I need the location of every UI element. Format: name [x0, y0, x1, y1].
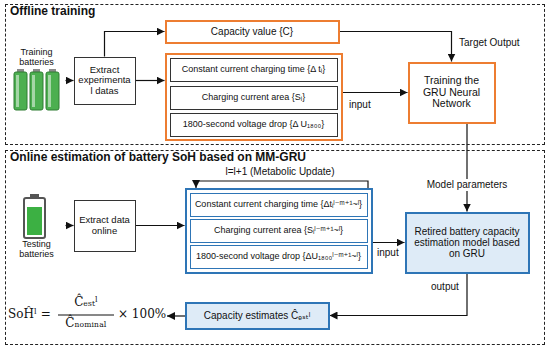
edge-label: input: [377, 247, 399, 259]
text-block: Extract data online: [78, 215, 132, 236]
battery-picture: Testing batteries: [8, 190, 66, 262]
process-box: Constant current charging time {Δ tᵢ}: [170, 58, 338, 82]
edge-label: Model parameters: [425, 179, 510, 191]
feature-box: Charging current area {Sᵢˡ⁻ᵐ⁺¹~ˡ}: [190, 219, 368, 243]
connector-arrow: [66, 80, 74, 81]
battery-icon: [24, 194, 45, 238]
box-label: Charging current area {Sᵢˡ⁻ᵐ⁺¹~ˡ}: [194, 225, 364, 235]
connector-arrow: [136, 225, 185, 226]
box-label: Training batteries: [11, 47, 63, 67]
text-block: Retired battery capacity estimation mode…: [410, 226, 525, 260]
highlight-box: Capacity value {C}: [165, 20, 340, 44]
fraction-bar: [58, 315, 114, 316]
connector-arrow: [343, 92, 408, 93]
text-block: Capacity value {C}: [170, 26, 335, 37]
box-label: Constant current charging time {Δtᵢˡ⁻ᵐ⁺¹…: [194, 199, 364, 209]
region-title: Online estimation of battery SoH based o…: [10, 151, 540, 164]
process-box: 1800-second voltage drop {Δ U₁₈₀₀}: [170, 113, 338, 137]
text-block: Training batteries: [11, 47, 63, 67]
region-title: Offline training: [10, 5, 540, 18]
dashed-region: Offline trainingTraining batteriesExtrac…: [5, 4, 545, 145]
input-group: Constant current charging time {Δ tᵢ} Cha…: [165, 53, 343, 141]
feature-box: 1800-second voltage drop {ΔU₁₈₀₀ˡ⁻ᵐ⁺¹~ˡ}: [190, 245, 368, 269]
text-block: Testing batteries: [11, 239, 63, 259]
formula-part: Ĉₙₒₘᵢₙₐₗ: [65, 317, 107, 331]
model-box: Capacity estimates Ĉₑₛₜˡ: [185, 302, 330, 330]
connector-arrow: [373, 242, 405, 243]
box-label: Retired battery capacity estimation mode…: [410, 226, 525, 260]
process-box: Extract experimenta l datas: [74, 57, 136, 105]
formula-part: × 100%: [118, 308, 166, 322]
connector-arrow: [105, 32, 165, 57]
box-label: Extract experimenta l datas: [78, 65, 132, 97]
connector-arrow: [330, 274, 468, 316]
input-group: Constant current charging time {Δtᵢˡ⁻ᵐ⁺¹…: [185, 188, 373, 274]
box-label: 1800-second voltage drop {ΔU₁₈₀₀ˡ⁻ᵐ⁺¹~ˡ}: [194, 251, 364, 261]
formula-part: Ĉₑₛₜˡ: [74, 296, 98, 310]
feature-box: Constant current charging time {Δtᵢˡ⁻ᵐ⁺¹…: [190, 193, 368, 217]
text-block: Extract experimenta l datas: [78, 65, 132, 97]
text-block: 1800-second voltage drop {ΔU₁₈₀₀ˡ⁻ᵐ⁺¹~ˡ}: [194, 251, 364, 261]
connector-arrow: [66, 225, 74, 226]
battery-picture: Training batteries: [8, 45, 66, 115]
connector-arrow: [466, 124, 467, 212]
text-block: Training the GRU Neural Network: [413, 75, 491, 110]
formula-part: SoĤˡ =: [8, 308, 51, 322]
connector-arrow: [136, 80, 165, 81]
connector-arrow: [340, 32, 452, 62]
text-block: 1800-second voltage drop {Δ U₁₈₀₀}: [174, 119, 334, 129]
edge-label: output: [431, 281, 459, 293]
text-block: Constant current charging time {Δ tᵢ}: [174, 64, 334, 74]
box-label: Constant current charging time {Δ tᵢ}: [174, 64, 334, 74]
process-box: Extract data online: [74, 200, 136, 252]
process-box: Charging current area {Sᵢ}: [170, 86, 338, 110]
loop-label: l=l+1 (Metabolic Update): [226, 166, 335, 178]
box-label: Training the GRU Neural Network: [413, 75, 491, 110]
box-label: Capacity estimates Ĉₑₛₜˡ: [190, 310, 325, 321]
box-label: Capacity value {C}: [170, 26, 335, 37]
model-box: Retired battery capacity estimation mode…: [405, 212, 530, 274]
box-label: Extract data online: [78, 215, 132, 236]
result-arrow: [167, 315, 185, 316]
edge-label: input: [349, 99, 371, 111]
edge-label: Target Output: [459, 37, 520, 49]
box-label: 1800-second voltage drop {Δ U₁₈₀₀}: [174, 119, 334, 129]
text-block: Constant current charging time {Δtᵢˡ⁻ᵐ⁺¹…: [194, 199, 364, 209]
box-label: Testing batteries: [11, 239, 63, 259]
text-block: Charging current area {Sᵢ}: [174, 92, 334, 102]
text-block: Charging current area {Sᵢˡ⁻ᵐ⁺¹~ˡ}: [194, 225, 364, 235]
box-label: Charging current area {Sᵢ}: [174, 92, 334, 102]
battery-icon: [14, 69, 59, 110]
text-block: Capacity estimates Ĉₑₛₜˡ: [190, 310, 325, 321]
highlight-box: Training the GRU Neural Network: [408, 62, 496, 124]
